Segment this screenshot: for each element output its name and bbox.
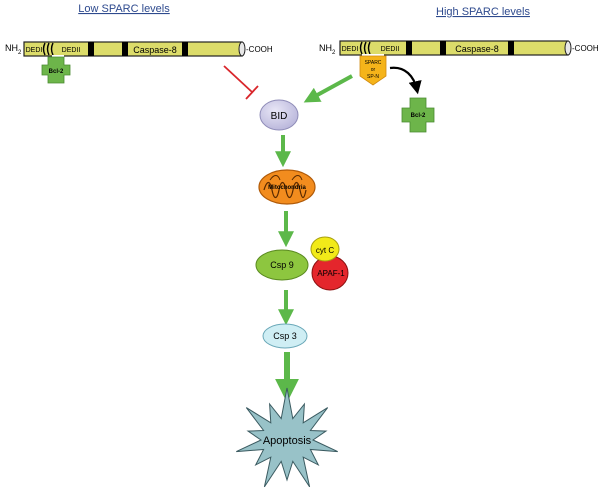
- sparc-to-bid-arrow: [303, 74, 353, 103]
- right-caspase8-group: NH2 DEDI DEDII Caspase-8 -COOH SPARC or …: [319, 40, 599, 133]
- mitochondria-node: Mitochondria: [258, 169, 316, 205]
- apoptosome-complex: Csp 9 APAF-1 cyt C: [255, 236, 349, 291]
- csp9-node: [255, 249, 309, 281]
- left-n-terminus: NH2: [5, 43, 22, 56]
- sparc-marker: SPARC or SP-N: [359, 54, 387, 86]
- header-low-sparc: Low SPARC levels: [78, 3, 170, 15]
- left-domain-dedi: DEDI: [26, 47, 43, 54]
- right-c-terminus: -COOH: [572, 44, 599, 53]
- left-domain-dedii: DEDII: [62, 47, 81, 54]
- bid-node: BID: [259, 99, 299, 131]
- right-caspase8-label: Caspase-8: [455, 44, 499, 54]
- mitochondria-label: Mitochondria: [268, 185, 306, 191]
- inhibition-line: [223, 65, 259, 100]
- right-domain-dedi: DEDI: [342, 46, 359, 53]
- csp3-label: Csp 3: [273, 331, 297, 341]
- apoptosis-node: Apoptosis: [236, 387, 338, 488]
- sparc-label-line3: SP-N: [367, 74, 379, 80]
- right-bcl2-label: Bcl-2: [411, 113, 426, 119]
- bid-label: BID: [271, 111, 288, 122]
- header-high-sparc: High SPARC levels: [436, 6, 530, 18]
- right-caspase8-bar: [339, 40, 569, 56]
- left-bcl2-label: Bcl-2: [49, 69, 64, 75]
- csp3-node: Csp 3: [262, 323, 308, 349]
- left-caspase8-group: NH2 DEDI DEDII Caspase-8 -COOH Bcl-2: [5, 41, 273, 84]
- right-n-terminus: NH2: [319, 43, 336, 56]
- cytc-node: [310, 236, 340, 262]
- right-bcl2-cross: Bcl-2: [401, 97, 435, 133]
- csp9-label: Csp 9: [270, 260, 294, 270]
- release-arrow: [389, 66, 422, 95]
- apaf1-label: APAF-1: [317, 269, 345, 278]
- left-c-terminus: -COOH: [246, 45, 273, 54]
- apoptosis-label: Apoptosis: [263, 435, 312, 447]
- sparc-label-line2: or: [371, 67, 376, 73]
- left-bcl2-cross: Bcl-2: [41, 55, 71, 84]
- left-caspase8-label: Caspase-8: [133, 45, 177, 55]
- right-domain-dedii: DEDII: [381, 46, 400, 53]
- cytc-label: cyt C: [316, 246, 334, 255]
- sparc-label-line1: SPARC: [365, 60, 382, 66]
